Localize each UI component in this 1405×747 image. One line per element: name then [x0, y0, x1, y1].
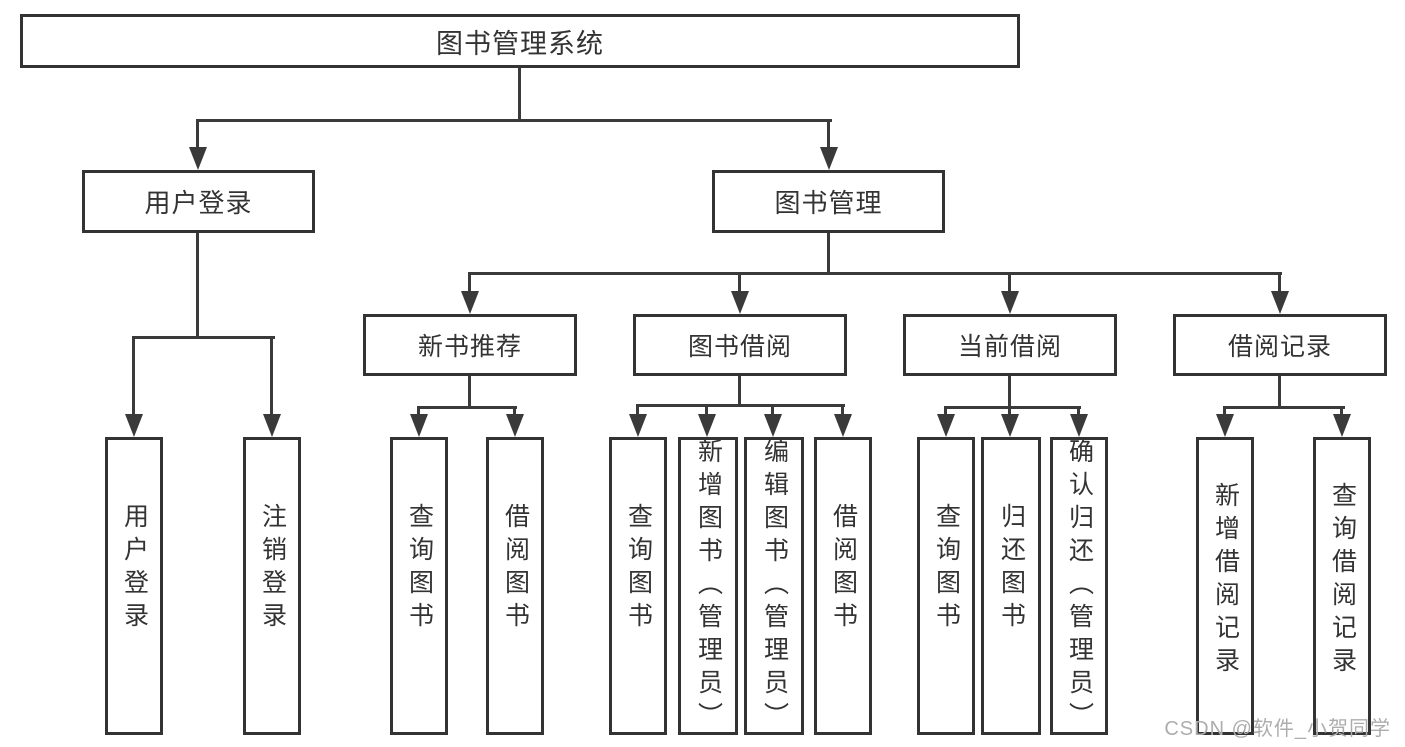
- leaf-query-books-borrowing: 查询图书: [609, 437, 667, 735]
- csdn-watermark: CSDN @软件_小贺同学: [1164, 718, 1391, 740]
- connector-line: [636, 404, 639, 416]
- connector-line: [944, 406, 947, 416]
- node-label: 新书推荐: [417, 333, 522, 361]
- leaf-label: 新增借阅记录: [1211, 482, 1240, 680]
- leaf-label: 查询图书: [624, 503, 653, 635]
- leaf-confirm-return-admin: 确认归还（管理员）: [1050, 437, 1108, 735]
- arrow-down-icon: [263, 414, 281, 437]
- connector-line: [513, 406, 516, 416]
- arrow-down-icon: [834, 414, 852, 437]
- connector-line: [196, 233, 199, 339]
- connector-line: [841, 404, 844, 416]
- arrow-down-icon: [125, 414, 143, 437]
- leaf-user-login: 用户登录: [105, 437, 163, 735]
- leaf-label: 查询图书: [405, 503, 434, 635]
- node-book-borrowing: 图书借阅: [633, 314, 847, 376]
- connector-line: [636, 404, 845, 407]
- leaf-label: 归还图书: [997, 503, 1026, 635]
- arrow-down-icon: [1001, 414, 1019, 437]
- arrow-down-icon: [461, 291, 479, 314]
- connector-line: [270, 336, 273, 416]
- connector-line: [468, 376, 471, 409]
- connector-line: [1008, 406, 1011, 416]
- connector-line: [417, 406, 420, 416]
- leaf-label: 用户登录: [120, 503, 149, 635]
- connector-line: [1223, 406, 1226, 416]
- leaf-borrow-books-borrowing: 借阅图书: [814, 437, 872, 735]
- leaf-label: 查询图书: [932, 503, 961, 635]
- node-book-management: 图书管理: [712, 170, 945, 233]
- leaf-add-borrow-record: 新增借阅记录: [1196, 437, 1254, 735]
- connector-line: [468, 272, 1282, 275]
- node-label: 用户登录: [144, 188, 253, 218]
- node-label: 图书管理系统: [436, 28, 604, 59]
- leaf-add-books-admin: 新增图书（管理员）: [678, 437, 738, 735]
- arrow-down-icon: [820, 147, 838, 170]
- connector-line: [771, 404, 774, 416]
- connector-line: [705, 404, 708, 416]
- arrow-down-icon: [189, 147, 207, 170]
- connector-line: [944, 406, 1081, 409]
- leaf-edit-books-admin: 编辑图书（管理员）: [744, 437, 804, 735]
- leaf-label: 注销登录: [258, 503, 287, 635]
- arrow-down-icon: [764, 414, 782, 437]
- node-label: 借阅记录: [1227, 333, 1332, 361]
- connector-line: [417, 406, 517, 409]
- leaf-label: 查询借阅记录: [1328, 482, 1357, 680]
- connector-line: [1278, 272, 1281, 292]
- arrow-down-icon: [1001, 291, 1019, 314]
- arrow-down-icon: [1070, 414, 1088, 437]
- leaf-query-books-current: 查询图书: [917, 437, 975, 735]
- connector-line: [132, 336, 135, 416]
- connector-line: [196, 119, 832, 122]
- connector-line: [1077, 406, 1080, 416]
- arrow-down-icon: [629, 414, 647, 437]
- arrow-down-icon: [410, 414, 428, 437]
- connector-line: [738, 272, 741, 292]
- connector-line: [1008, 376, 1011, 409]
- leaf-query-borrow-record: 查询借阅记录: [1313, 437, 1371, 735]
- arrow-down-icon: [698, 414, 716, 437]
- leaf-return-books: 归还图书: [981, 437, 1041, 735]
- leaf-label: 确认归还（管理员）: [1065, 437, 1094, 735]
- arrow-down-icon: [937, 414, 955, 437]
- node-label: 图书管理: [774, 188, 883, 218]
- connector-line: [196, 119, 199, 149]
- node-library-system: 图书管理系统: [20, 14, 1020, 68]
- connector-line: [1223, 406, 1345, 409]
- leaf-label: 借阅图书: [501, 503, 530, 635]
- arrow-down-icon: [506, 414, 524, 437]
- connector-line: [827, 233, 830, 275]
- leaf-query-books-recommend: 查询图书: [390, 437, 448, 735]
- node-user-login: 用户登录: [82, 170, 315, 233]
- connector-line: [1340, 406, 1343, 416]
- node-borrowing-records: 借阅记录: [1173, 314, 1387, 376]
- leaf-label: 借阅图书: [829, 503, 858, 635]
- arrow-down-icon: [1333, 414, 1351, 437]
- leaf-label: 新增图书（管理员）: [694, 437, 723, 735]
- connector-line: [468, 272, 471, 292]
- arrow-down-icon: [731, 291, 749, 314]
- connector-line: [1008, 272, 1011, 292]
- node-current-borrowing: 当前借阅: [903, 314, 1117, 376]
- node-new-book-recommendation: 新书推荐: [363, 314, 577, 376]
- arrow-down-icon: [1271, 291, 1289, 314]
- connector-line: [518, 67, 521, 122]
- connector-line: [1278, 376, 1281, 409]
- node-label: 当前借阅: [957, 333, 1062, 361]
- leaf-label: 编辑图书（管理员）: [760, 437, 789, 735]
- leaf-logout: 注销登录: [243, 437, 301, 735]
- arrow-down-icon: [1216, 414, 1234, 437]
- connector-line: [827, 119, 830, 149]
- connector-line: [738, 376, 741, 407]
- node-label: 图书借阅: [687, 333, 792, 361]
- leaf-borrow-books-recommend: 借阅图书: [486, 437, 544, 735]
- connector-line: [132, 336, 275, 339]
